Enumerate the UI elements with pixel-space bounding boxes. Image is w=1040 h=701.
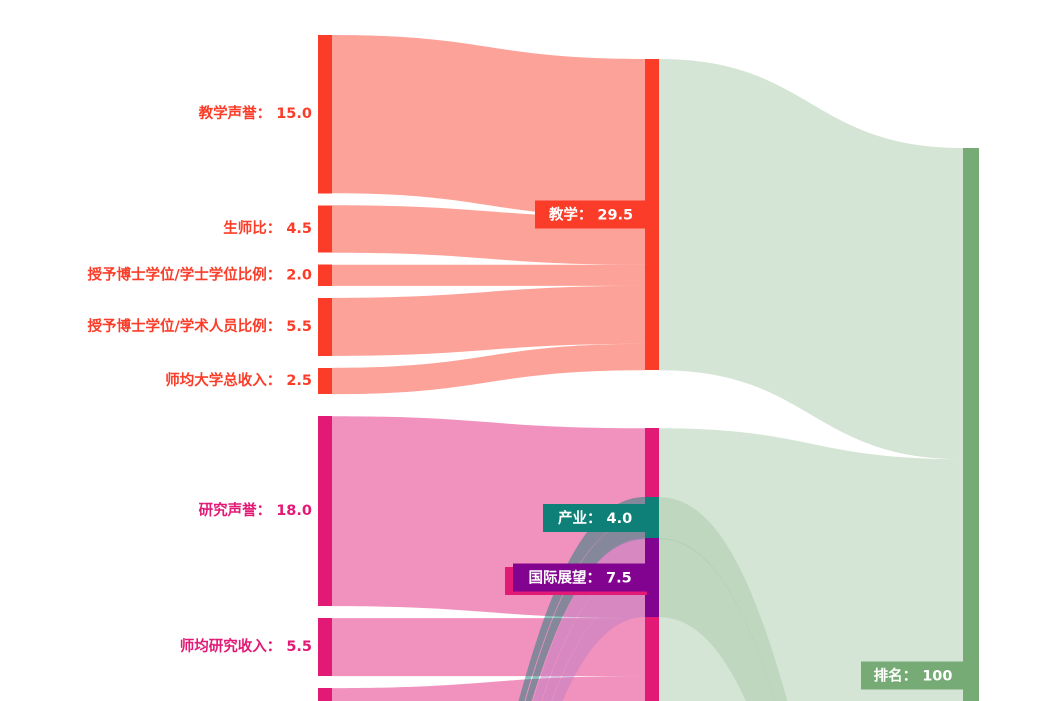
node-label-industry: 产业： 4.0 <box>558 509 632 527</box>
node-label-rank: 排名： 100 <box>874 667 953 685</box>
node-label-badge-rank <box>861 661 965 690</box>
sankey-link <box>332 264 645 286</box>
sankey-link <box>533 538 645 701</box>
sankey-link <box>659 538 776 701</box>
sankey-node-student_staff[interactable] <box>318 205 332 253</box>
sankey-link <box>332 343 645 395</box>
sankey-node-teaching_rep[interactable] <box>318 35 332 194</box>
sankey-node-intl[interactable] <box>645 538 659 618</box>
node-label-teaching_rep: 教学声誉： 15.0 <box>198 104 312 122</box>
sankey-node-doc_bach[interactable] <box>318 264 332 286</box>
node-label-teaching: 教学： 29.5 <box>548 206 633 224</box>
sankey-node-teaching[interactable] <box>645 59 659 371</box>
node-label-doc_staff: 授予博士学位/学术人员比例： 5.5 <box>87 317 312 335</box>
sankey-link <box>332 618 645 677</box>
node-label-badge-industry <box>543 504 647 533</box>
node-label-inst_income: 师均大学总收入： 2.5 <box>165 371 312 389</box>
sankey-node-rank[interactable] <box>963 148 979 701</box>
sankey-link <box>332 676 645 701</box>
nodes-layer <box>318 35 979 701</box>
node-label-research_income: 师均研究收入： 5.5 <box>180 637 312 655</box>
node-label-badge-teaching <box>535 200 647 229</box>
node-label-badge-intl <box>513 563 647 592</box>
sankey-link <box>552 590 645 701</box>
sankey-link <box>525 518 645 701</box>
sankey-node-research_income[interactable] <box>318 618 332 677</box>
labels-layer: 教学声誉： 15.0 生师比： 4.5 授予博士学位/学士学位比例： 2.0 授予博士… <box>87 104 965 690</box>
node-label-doc_bach: 授予博士学位/学士学位比例： 2.0 <box>87 265 312 283</box>
sankey-link <box>659 59 963 460</box>
sankey-link <box>659 497 788 701</box>
sankey-node-industry[interactable] <box>645 497 659 540</box>
node-label-research_rep: 研究声誉： 18.0 <box>199 501 312 519</box>
sankey-node-inst_income[interactable] <box>318 367 332 395</box>
sankey-node-pubs_per_staff[interactable] <box>318 688 332 701</box>
sankey-link <box>659 428 963 701</box>
sankey-node-research_rep[interactable] <box>318 416 332 607</box>
sankey-node-doc_staff[interactable] <box>318 297 332 356</box>
sankey-link <box>332 35 645 218</box>
sankey-link <box>332 285 645 356</box>
node-label-student_staff: 生师比： 4.5 <box>223 219 312 237</box>
node-label-intl: 国际展望： 7.5 <box>528 569 631 587</box>
